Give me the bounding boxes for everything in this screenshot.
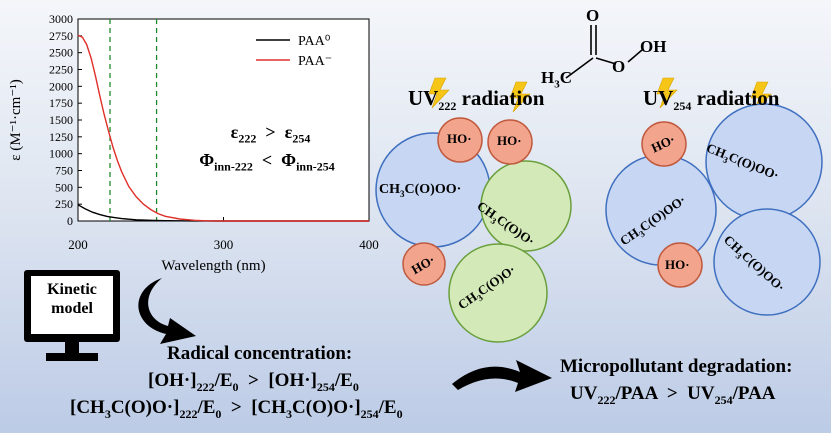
chart-svg: 0 250 500 750 1000 1250 1500 1750 2000 2250 2500 27… xyxy=(8,12,379,274)
kinetic-model-label: Kinetic model xyxy=(47,281,97,317)
lightning-icon xyxy=(428,77,450,109)
lightning-icon xyxy=(656,77,678,109)
x-axis-label: Wavelength (nm) xyxy=(161,258,265,274)
y-tick-label: 1500 xyxy=(49,113,73,127)
y-tick-label: 1750 xyxy=(49,96,73,110)
y-tick-label: 500 xyxy=(55,180,73,194)
y-tick-label: 2000 xyxy=(49,79,73,93)
arrow-right-icon xyxy=(452,360,552,392)
methyl-label: H3C xyxy=(541,68,573,91)
uv222-radicals xyxy=(375,117,572,343)
y-tick-label: 1250 xyxy=(49,130,73,144)
x-tick-label: 200 xyxy=(68,237,88,252)
hydroxyl-radical-circle xyxy=(437,117,483,163)
hydroxyl-radical-label: HO· xyxy=(497,133,522,148)
oh-radical-comparison: [OH·]222/E0 > [OH·]254/E0 xyxy=(148,370,359,394)
oxygen-label: O xyxy=(586,6,600,25)
radical-concentration-title: Radical concentration: xyxy=(167,343,353,364)
lightning-icon xyxy=(509,81,531,113)
oxygen-bridge-label: O xyxy=(612,57,626,76)
hydroxyl-radical-circle xyxy=(657,242,703,288)
lightning-icon xyxy=(750,81,772,113)
hydroxyl-label: OH xyxy=(640,37,667,56)
epsilon-comparison: ε222 > ε254 xyxy=(230,122,311,146)
y-tick-label: 750 xyxy=(55,164,73,178)
series-line xyxy=(77,34,369,222)
lightning-icons xyxy=(428,77,772,113)
absorption-chart: 0 250 500 750 1000 1250 1500 1750 2000 2250 2500 27… xyxy=(0,0,380,275)
hydroxyl-radical-circle xyxy=(641,121,687,167)
peroxy-radical-circle xyxy=(713,208,821,316)
peroxy-radical-label: CH3C(O)OO· xyxy=(379,182,462,199)
y-tick-label: 2750 xyxy=(49,29,73,43)
x-tick-label: 300 xyxy=(214,237,234,252)
y-tick-label: 2500 xyxy=(49,46,73,60)
uv222-radiation-label: UV222 radiation xyxy=(408,86,545,114)
y-axis-label: ε (M⁻¹·cm⁻¹) xyxy=(8,79,24,161)
micropollutant-comparison: UV222/PAA > UV254/PAA xyxy=(570,383,776,407)
monitor-icon xyxy=(24,270,120,361)
x-tick-label: 400 xyxy=(359,237,379,252)
hydroxyl-radical-circle xyxy=(487,119,533,165)
y-tick-label: 250 xyxy=(55,197,73,211)
uv254-radiation-label: UV254 radiation xyxy=(643,86,780,114)
acyloxyl-radical-circle xyxy=(448,243,548,343)
hydroxyl-radical-label: HO· xyxy=(447,131,472,146)
hydroxyl-radical-label: HO· xyxy=(665,257,690,272)
y-tick-label: 0 xyxy=(67,214,73,228)
y-tick-label: 2250 xyxy=(49,63,73,77)
phi-comparison: Φinn-222 < Φinn-254 xyxy=(199,150,335,174)
y-tick-label: 1000 xyxy=(49,147,73,161)
y-tick-label: 3000 xyxy=(49,12,73,26)
peracetic-acid-structure xyxy=(565,25,643,79)
acyloxyl-radical-comparison: [CH3C(O)O·]222/E0 > [CH3C(O)O·]254/E0 xyxy=(70,397,403,421)
micropollutant-title: Micropollutant degradation: xyxy=(560,356,793,377)
series-line xyxy=(77,204,369,222)
hydroxyl-radical-circle xyxy=(402,242,446,286)
legend-label: PAA⁰ xyxy=(298,34,331,49)
curved-arrow-icon xyxy=(138,278,196,344)
uv254-radicals xyxy=(605,103,823,316)
legend-label: PAA⁻ xyxy=(298,54,332,69)
acyloxyl-radical-circle xyxy=(480,160,572,252)
plot-frame xyxy=(77,18,370,222)
